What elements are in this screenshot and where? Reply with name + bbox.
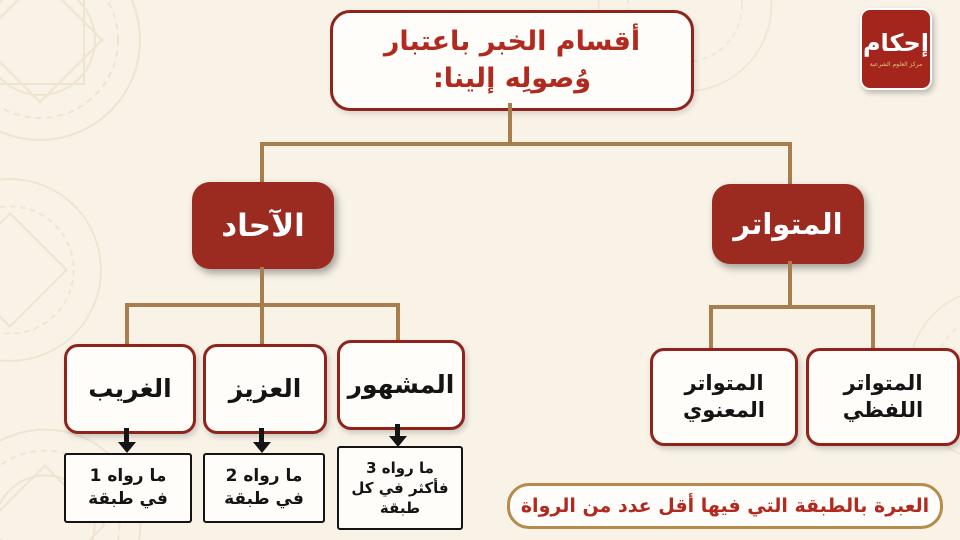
arrow-mashhur-line <box>395 424 400 438</box>
node-aziz: العزيز <box>203 344 327 434</box>
node-mashhur-label: المشهور <box>347 369 455 399</box>
node-mutawatir-manawi-label: المتواتر المعنوي <box>682 370 765 422</box>
note-mashhur: ما رواه 3 فأكثر في كل طبقة <box>337 446 463 530</box>
connector-to-ahad <box>260 142 264 184</box>
node-gharib-label: الغريب <box>88 373 172 403</box>
connector-to-manawi <box>709 305 713 349</box>
node-mutawatir-lafzi: المتواتر اللفظي <box>806 348 960 446</box>
node-mutawatir-lafzi-label: المتواتر اللفظي <box>842 370 924 422</box>
connector-to-gharib <box>125 303 129 345</box>
node-ahad-label: الآحاد <box>221 207 305 244</box>
arrow-mashhur-head <box>389 436 407 447</box>
connector-to-mashhur <box>396 303 400 343</box>
node-aziz-label: العزيز <box>228 373 302 403</box>
node-gharib: الغريب <box>64 344 196 434</box>
connector-mutawatir-horizontal <box>709 305 875 309</box>
note-aziz-line2: في طبقة <box>224 489 304 509</box>
connector-mutawatir-trunk <box>788 261 792 309</box>
footer-note-text: العبرة بالطبقة التي فيها أقل عدد من الرو… <box>520 495 930 517</box>
connector-to-lafzi <box>871 305 875 349</box>
footer-note: العبرة بالطبقة التي فيها أقل عدد من الرو… <box>507 483 943 529</box>
node-mutawatir-manawi: المتواتر المعنوي <box>650 348 798 446</box>
node-mutawatir-label: المتواتر <box>733 207 843 241</box>
logo-name: إحكام <box>862 28 930 57</box>
node-mashhur: المشهور <box>337 340 465 430</box>
ornament-left-edge <box>0 178 102 362</box>
connector-trunk <box>508 103 512 145</box>
arrow-gharib-line <box>124 428 129 444</box>
logo-badge: إحكام مركز العلوم الشرعية <box>860 8 932 90</box>
note-mashhur-line3: طبقة <box>379 499 421 518</box>
arrow-aziz-line <box>259 428 264 444</box>
connector-ahad-trunk <box>260 267 264 307</box>
diagram-title: أقسام الخبر باعتبار وُصولِه إلينا: <box>330 10 694 111</box>
node-mutawatir: المتواتر <box>712 184 864 264</box>
note-gharib-line1: ما رواه 1 <box>89 466 167 487</box>
connector-to-mutawatir <box>788 142 792 185</box>
arrow-aziz-head <box>253 442 271 453</box>
note-aziz-line1: ما رواه 2 <box>225 466 303 487</box>
diagram-title-line2: وُصولِه إلينا: <box>432 62 592 94</box>
note-mashhur-line2: فأكثر في كل <box>351 478 449 497</box>
note-gharib: ما رواه 1 في طبقة <box>64 453 192 523</box>
note-aziz: ما رواه 2 في طبقة <box>203 453 325 523</box>
connector-main-horizontal <box>260 142 792 146</box>
connector-to-aziz <box>260 303 264 345</box>
logo-subtitle: مركز العلوم الشرعية <box>869 60 923 68</box>
node-ahad: الآحاد <box>192 182 334 269</box>
ornament-top-left <box>0 0 141 141</box>
diagram-title-line1: أقسام الخبر باعتبار <box>383 26 641 58</box>
arrow-gharib-head <box>118 442 136 453</box>
note-mashhur-line1: ما رواه 3 <box>366 458 434 477</box>
note-gharib-line2: في طبقة <box>88 489 168 509</box>
